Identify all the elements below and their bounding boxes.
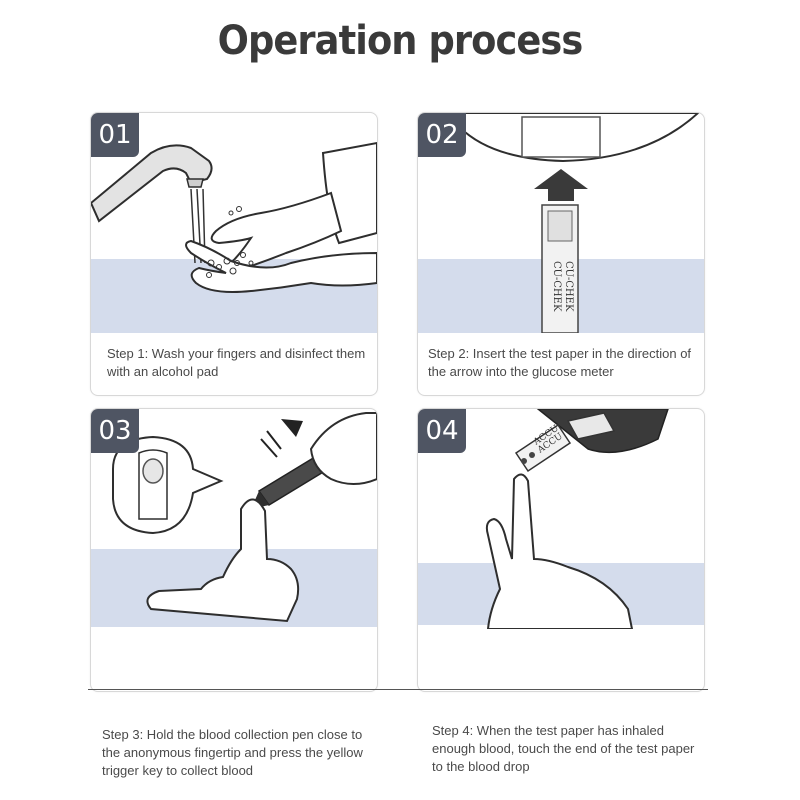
step-1-caption: Step 1: Wash your fingers and disinfect …	[107, 346, 366, 379]
step-3-number-badge: 03	[91, 409, 139, 453]
step-3-caption: Step 3: Hold the blood collection pen cl…	[102, 727, 363, 778]
step-1-card: 01 Step 1: Wash your fingers and disinfe…	[90, 112, 378, 396]
insert-strip-illustration: CU-CHEK CU-CHEK	[446, 113, 700, 333]
step-3-card: 03	[90, 408, 378, 692]
step-2-caption: Step 2: Insert the test paper in the dir…	[428, 346, 692, 379]
strip-label-1: CU-CHEK	[551, 261, 562, 312]
page-title: Operation process	[217, 18, 584, 64]
step-1-number-badge: 01	[91, 113, 139, 157]
wash-hands-illustration	[91, 141, 377, 293]
step-2-number-badge: 02	[418, 113, 466, 157]
step-4-number-badge: 04	[418, 409, 466, 453]
step-2-card: CU-CHEK CU-CHEK 02 Step 2: Insert the te…	[417, 112, 705, 396]
apply-blood-illustration: ACCU ACCU	[485, 409, 669, 629]
section-divider	[88, 689, 708, 690]
lancing-illustration	[112, 412, 377, 623]
strip-label-2: CU-CHEK	[563, 261, 574, 312]
step-4-card: ACCU ACCU 04	[417, 408, 705, 692]
step-4-caption: Step 4: When the test paper has inhaled …	[432, 723, 695, 774]
